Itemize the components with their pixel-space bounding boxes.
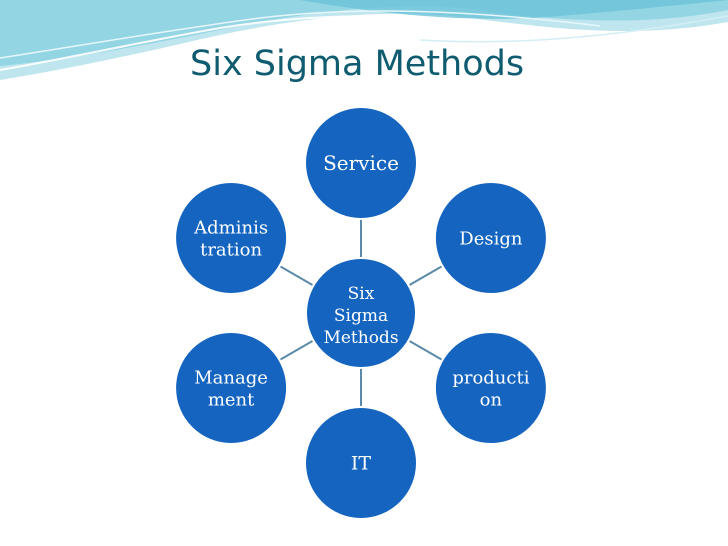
- node-circle-design: [433, 181, 548, 295]
- connector-production: [408, 340, 443, 361]
- node-label-line: ment: [208, 389, 255, 410]
- node-label-line: Service: [323, 151, 399, 175]
- slide-title: Six Sigma Methods: [190, 44, 525, 84]
- node-label-line: tration: [200, 239, 262, 260]
- node-circle-management: [174, 331, 289, 445]
- node-label-line: Adminis: [193, 217, 268, 238]
- node-label-line: on: [480, 389, 503, 410]
- node-circle-production: [433, 331, 548, 445]
- node-label-line: Manage: [194, 367, 268, 388]
- node-label-line: IT: [351, 453, 372, 475]
- node-service: Service: [304, 106, 418, 220]
- connector-administration: [279, 265, 314, 286]
- node-design: Design: [433, 181, 548, 295]
- node-label-line: producti: [452, 367, 529, 388]
- node-label-line: Sigma: [334, 306, 388, 326]
- header-wave-decoration: [0, 0, 728, 80]
- connector-design: [408, 265, 443, 286]
- node-label-line: Methods: [323, 328, 398, 348]
- node-label-line: Six: [348, 284, 375, 304]
- node-circle-center: [305, 257, 417, 369]
- node-it: IT: [304, 406, 418, 520]
- node-circle-administration: [174, 181, 289, 295]
- connector-management: [279, 340, 314, 361]
- node-circle-service: [304, 106, 418, 220]
- node-label-line: Design: [459, 228, 523, 249]
- node-circle-it: [304, 406, 418, 520]
